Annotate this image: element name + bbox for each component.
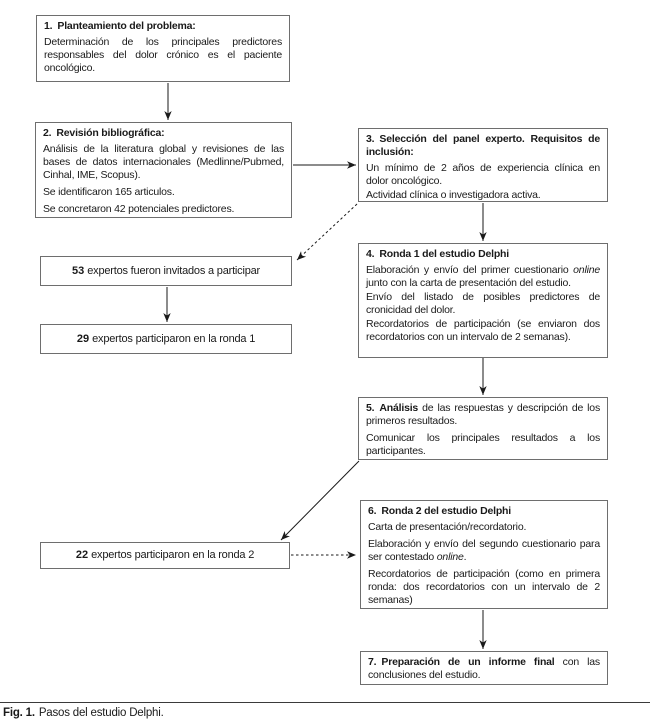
step6-p2-text: .: [463, 551, 467, 563]
step2-title: 2. Revisión bibliográfica:: [43, 127, 165, 139]
step4-p1-text: junto con la carta de presentación del e…: [366, 277, 571, 289]
step2-paragraph: Análisis de la literatura global y revis…: [43, 143, 284, 181]
experts53-count: 53: [71, 264, 85, 277]
step4-online-italic: online: [573, 264, 600, 276]
step5-p1-text: de las respuestas y descripción de los p…: [366, 402, 600, 427]
step7-paragraph: 7. Preparación de un informe final con l…: [368, 656, 600, 682]
experts29-count: 29: [76, 332, 90, 345]
caption-label: Fig. 1.: [3, 707, 35, 719]
step4-title: 4. Ronda 1 del estudio Delphi: [366, 248, 509, 260]
step5-paragraph: Comunicar los principales resultados a l…: [366, 432, 600, 457]
step6-paragraph: Recordatorios de participación (como en …: [368, 568, 600, 606]
arrow-dashed-step3-to-experts53: [296, 203, 358, 261]
step4-paragraph: Recordatorios de participación (se envia…: [366, 318, 600, 343]
step5-title-bold: 5. Análisis: [366, 402, 419, 414]
step2-paragraph: Se concretaron 42 potenciales predictore…: [43, 203, 235, 215]
experts22-count: 22: [75, 549, 89, 561]
arrow-step5-to-experts22: [280, 460, 360, 541]
step7-title-bold: 7. Preparación de un informe final: [368, 656, 555, 668]
step1-box: 1. Planteamiento del problema: Determina…: [36, 15, 290, 82]
experts22-text: expertos participaron en la ronda 2: [91, 549, 255, 561]
step1-title: 1. Planteamiento del problema:: [44, 20, 196, 32]
step6-paragraph: Carta de presentación/recordatorio.: [368, 521, 527, 533]
caption-divider: [0, 702, 650, 703]
step2-paragraph: Se identificaron 165 articulos.: [43, 186, 175, 198]
experts29-text: expertos participaron en la ronda 1: [92, 332, 256, 345]
step6-title: 6. Ronda 2 del estudio Delphi: [368, 505, 511, 517]
step2-box: 2. Revisión bibliográfica: Análisis de l…: [35, 122, 292, 218]
step4-p1-text: Elaboración y envío del primer cuestiona…: [366, 264, 574, 276]
step6-paragraph: Elaboración y envío del segundo cuestion…: [368, 538, 600, 564]
step3-paragraph: Un mínimo de 2 años de experiencia clíni…: [366, 162, 600, 187]
step6-p2-text: Elaboración y envío del segundo cuestion…: [368, 538, 600, 563]
step5-paragraph: 5. Análisis de las respuestas y descripc…: [366, 402, 600, 428]
figure-caption: Fig. 1.Pasos del estudio Delphi.: [3, 707, 164, 719]
step5-box: 5. Análisis de las respuestas y descripc…: [358, 397, 608, 460]
experts53-text: expertos fueron invitados a participar: [87, 264, 261, 277]
step6-online-italic: online: [436, 551, 464, 563]
step4-box: 4. Ronda 1 del estudio Delphi Elaboració…: [358, 243, 608, 358]
step4-paragraph: Elaboración y envío del primer cuestiona…: [366, 264, 600, 290]
step7-text: con las conclusiones del estudio.: [368, 656, 600, 681]
step7-box: 7. Preparación de un informe final con l…: [360, 651, 608, 685]
step3-paragraph: Actividad clínica o investigadora activa…: [366, 189, 541, 201]
step3-box: 3. Selección del panel experto. Requisit…: [358, 128, 608, 202]
step1-body: Determinación de los principales predict…: [44, 36, 282, 74]
step3-title: 3. Selección del panel experto. Requisit…: [366, 133, 600, 158]
step4-paragraph: Envío del listado de posibles predictore…: [366, 291, 600, 316]
step6-box: 6. Ronda 2 del estudio Delphi Carta de p…: [360, 500, 608, 609]
caption-text: Pasos del estudio Delphi.: [38, 707, 164, 719]
